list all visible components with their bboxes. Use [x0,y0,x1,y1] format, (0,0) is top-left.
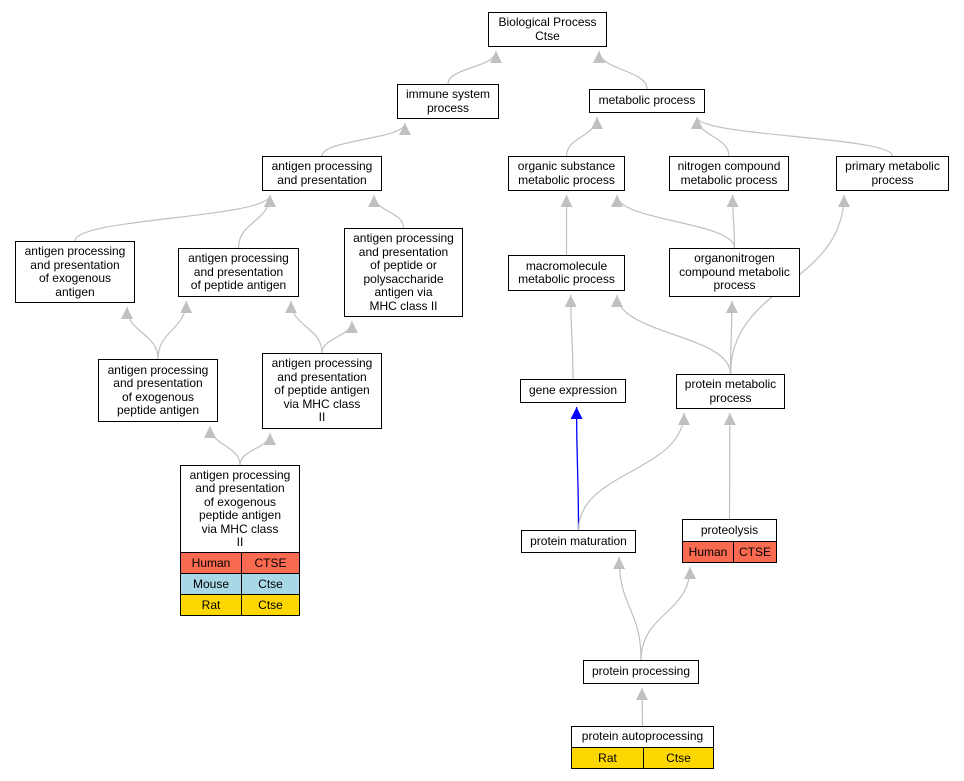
go-term-app-pep-mhc2[interactable]: antigen processing and presentation of p… [262,353,382,429]
species-cell: Rat [201,598,221,612]
go-term-label: Biological Process Ctse [498,15,597,43]
ortholog-row-human: Human CTSE [181,552,299,573]
go-term-label: protein autoprocessing [581,729,704,744]
edge-prot_proc-to-prot_mat [613,556,642,661]
edge-prot_met-to-macro [611,294,732,375]
edge-app_pep_mhc2-to-app_poly [321,320,358,354]
go-term-label: antigen processing and presentation of e… [189,467,291,549]
edge-prot_auto-to-prot_proc [635,687,648,727]
go-term-label: nitrogen compound metabolic process [677,159,781,187]
go-term-app-exo[interactable]: antigen processing and presentation of e… [15,241,135,303]
go-term-gene-expr[interactable]: gene expression [520,379,626,403]
go-term-prot-met[interactable]: protein metabolic process [676,374,785,409]
go-term-label: immune system process [405,87,491,115]
edge-app_pep-to-app [237,194,276,249]
ortholog-row-human: Human CTSE [683,541,776,562]
go-term-label: protein maturation [530,533,627,548]
go-term-org-sub[interactable]: organic substance metabolic process [508,156,625,191]
go-term-primary[interactable]: primary metabolic process [836,156,949,191]
edge-prot_proc-to-proteolysis [640,566,696,661]
edge-app_exo_pep-to-app_exo [121,306,159,360]
edge-app_exo_pep_mhc2-to-app_exo_pep [204,425,241,466]
species-cell: Mouse [192,577,230,591]
go-term-bp-root[interactable]: Biological Process Ctse [488,12,607,47]
go-term-label: protein processing [591,664,691,679]
edge-app_exo-to-app [74,194,276,242]
edge-immune-to-bp_root [447,50,502,85]
go-term-label: antigen processing and presentation of p… [353,231,454,313]
go-term-label: organic substance metabolic process [517,159,616,187]
go-term-label: proteolysis [700,522,759,537]
go-term-label: protein metabolic process [684,377,777,405]
go-term-label: primary metabolic process [845,159,940,187]
edge-gene_expr-to-macro [564,294,577,380]
ortholog-row-mouse: Mouse Ctse [181,573,299,594]
gene-cell[interactable]: Ctse [241,595,299,615]
go-term-prot-proc[interactable]: protein processing [583,660,699,684]
edge-app_pep_mhc2-to-app_pep [285,300,323,354]
go-term-label: gene expression [528,383,618,398]
gene-cell[interactable]: CTSE [733,542,776,562]
gene-cell[interactable]: CTSE [241,553,299,573]
gene-cell[interactable]: Ctse [643,748,713,768]
edge-app_poly-to-app [368,194,405,229]
go-term-nitrogen[interactable]: nitrogen compound metabolic process [669,156,789,191]
ortholog-row-rat: Rat Ctse [572,747,713,768]
go-term-metabolic[interactable]: metabolic process [589,89,705,113]
edge-nitrogen-to-metabolic [691,116,730,157]
go-term-label: metabolic process [598,93,696,108]
go-term-app[interactable]: antigen processing and presentation [262,156,382,191]
go-term-app-exo-pep[interactable]: antigen processing and presentation of e… [98,359,218,422]
go-term-app-exo-pep-mhc2[interactable]: antigen processing and presentation of e… [180,465,300,616]
go-term-label: antigen processing and presentation of e… [107,362,209,417]
edge-app_exo_pep_mhc2-to-app_pep_mhc2 [239,432,276,466]
go-term-app-poly[interactable]: antigen processing and presentation of p… [344,228,463,317]
edge-metabolic-to-bp_root [593,50,648,90]
go-term-prot-mat[interactable]: protein maturation [521,530,636,553]
edge-prot_mat-to-prot_met [577,412,690,531]
species-cell: Rat [598,751,617,765]
edge-app-to-immune [321,122,411,157]
species-cell: Human [191,556,231,570]
edge-orgnitro-to-org_sub [611,194,736,249]
go-term-label: antigen processing and presentation of p… [271,356,373,425]
go-term-label: antigen processing and presentation of p… [188,251,289,293]
edge-prot_mat-to-gene_expr [570,406,583,531]
go-term-label: antigen processing and presentation of e… [24,244,126,299]
go-term-app-pep[interactable]: antigen processing and presentation of p… [178,248,299,297]
go-term-label: organonitrogen compound metabolic proces… [679,251,790,293]
species-cell: Human [688,545,728,559]
go-term-orgnitro[interactable]: organonitrogen compound metabolic proces… [669,248,800,297]
edge-app_exo_pep-to-app_pep [157,300,193,360]
edge-org_sub-to-metabolic [565,116,603,157]
go-term-label: antigen processing and presentation [271,159,373,187]
ortholog-row-rat: Rat Ctse [181,594,299,615]
gene-cell[interactable]: Ctse [241,574,299,594]
go-term-label: macromolecule metabolic process [518,258,615,286]
go-term-immune[interactable]: immune system process [397,84,499,119]
go-term-macro[interactable]: macromolecule metabolic process [508,255,625,291]
edge-primary-to-metabolic [691,116,894,157]
edge-orgnitro-to-nitrogen [726,194,739,249]
